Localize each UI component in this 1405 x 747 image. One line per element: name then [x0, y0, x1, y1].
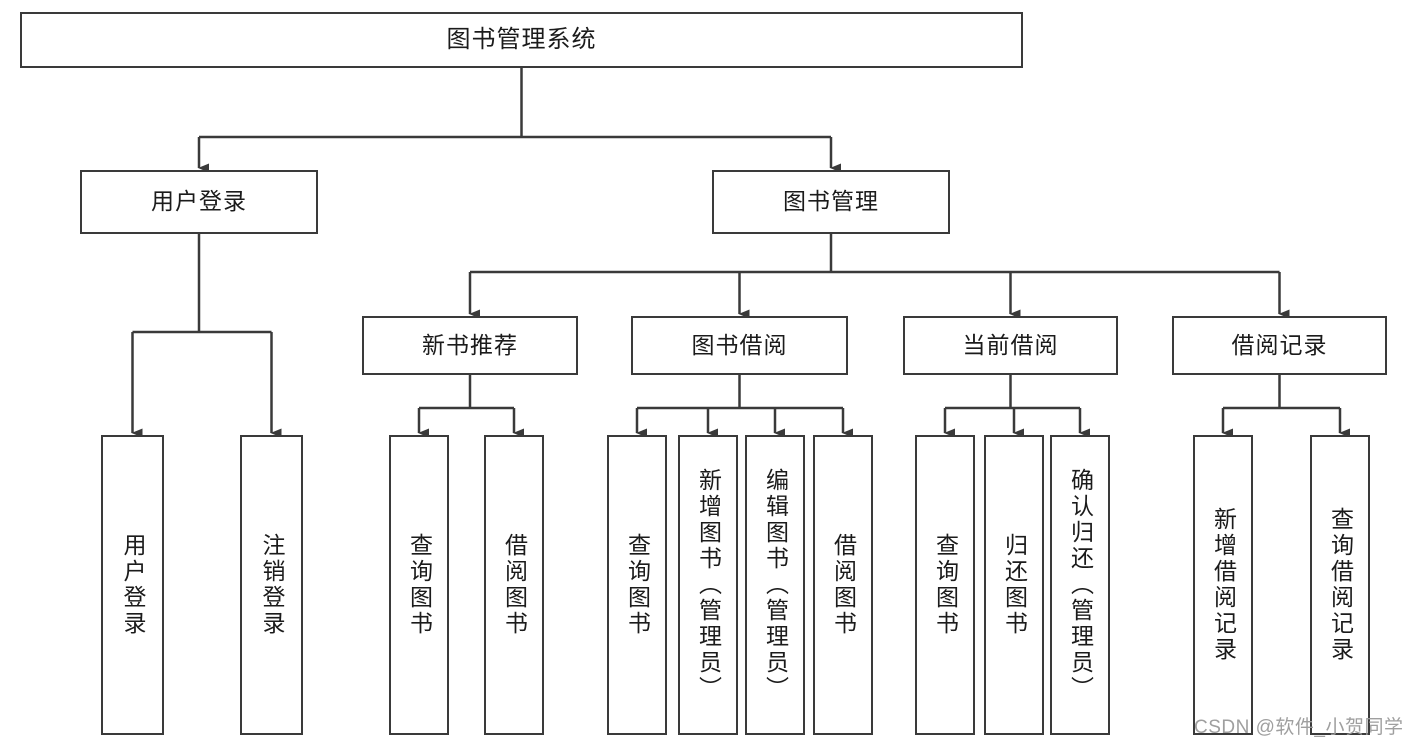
- node-label: 查询图书: [932, 533, 959, 637]
- node-label: 新书推荐: [422, 331, 518, 358]
- node-new-book-recommend[interactable]: 新书推荐: [362, 316, 578, 375]
- node-label: 注销登录: [259, 533, 285, 637]
- node-label: 归还图书: [1001, 533, 1028, 637]
- node-label: 借阅图书: [501, 533, 528, 637]
- node-label: 用户登录: [120, 533, 146, 637]
- node-label: 新增借阅记录: [1210, 507, 1237, 663]
- node-leaf-query-record[interactable]: 查询借阅记录: [1310, 435, 1370, 735]
- node-leaf-query-book-3[interactable]: 查询图书: [915, 435, 975, 735]
- node-book-borrow[interactable]: 图书借阅: [631, 316, 848, 375]
- node-leaf-logout[interactable]: 注销登录: [240, 435, 303, 735]
- node-label: 查询借阅记录: [1327, 507, 1354, 663]
- node-label: 借阅记录: [1231, 331, 1328, 358]
- node-leaf-add-book[interactable]: 新增图书（管理员）: [678, 435, 738, 735]
- node-leaf-add-record[interactable]: 新增借阅记录: [1193, 435, 1253, 735]
- node-current-borrow[interactable]: 当前借阅: [903, 316, 1118, 375]
- node-leaf-query-book-1[interactable]: 查询图书: [389, 435, 449, 735]
- node-label: 当前借阅: [962, 331, 1059, 358]
- node-label: 图书借阅: [691, 331, 788, 358]
- node-leaf-borrow-book-2[interactable]: 借阅图书: [813, 435, 873, 735]
- node-leaf-edit-book[interactable]: 编辑图书（管理员）: [745, 435, 805, 735]
- tree-connectors: [131, 68, 1350, 438]
- node-label: 用户登录: [151, 188, 247, 215]
- node-label: 查询图书: [624, 533, 651, 637]
- node-root[interactable]: 图书管理系统: [20, 12, 1023, 68]
- node-label: 编辑图书（管理员）: [762, 468, 789, 702]
- node-label: 新增图书（管理员）: [695, 468, 722, 702]
- node-label: 借阅图书: [830, 533, 857, 637]
- node-leaf-confirm-return[interactable]: 确认归还（管理员）: [1050, 435, 1110, 735]
- node-leaf-borrow-book-1[interactable]: 借阅图书: [484, 435, 544, 735]
- node-leaf-user-login[interactable]: 用户登录: [101, 435, 164, 735]
- node-label: 确认归还（管理员）: [1067, 468, 1094, 702]
- node-borrow-record[interactable]: 借阅记录: [1172, 316, 1387, 375]
- node-label: 图书管理: [783, 188, 879, 215]
- node-leaf-query-book-2[interactable]: 查询图书: [607, 435, 667, 735]
- node-book-manage[interactable]: 图书管理: [712, 170, 950, 234]
- node-label: 图书管理系统: [446, 25, 597, 53]
- node-leaf-return-book[interactable]: 归还图书: [984, 435, 1044, 735]
- node-user-login[interactable]: 用户登录: [80, 170, 318, 234]
- node-label: 查询图书: [406, 533, 433, 637]
- watermark-text: CSDN @软件_小贺同学: [1194, 717, 1404, 738]
